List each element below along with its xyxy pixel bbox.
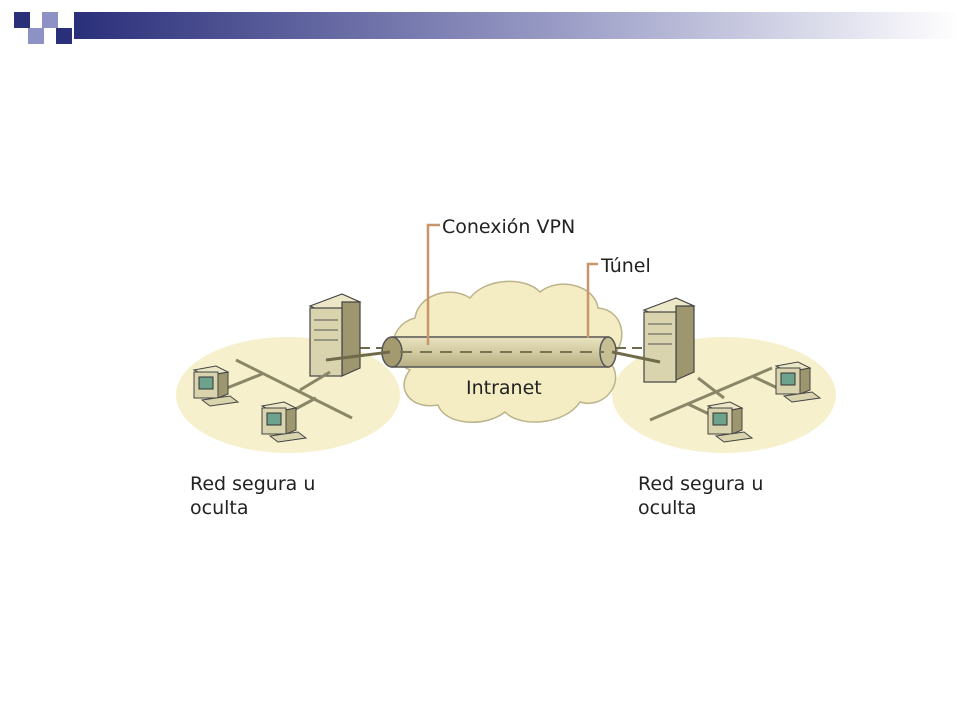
intranet-label: Intranet	[466, 377, 542, 399]
right-network-label-line2: oculta	[638, 497, 696, 519]
vpn-callout-line	[426, 223, 440, 345]
header-square	[42, 12, 58, 28]
left-network-label-line1: Red segura u	[190, 473, 315, 495]
tunnel-callout-line	[586, 262, 598, 338]
left-network-label-line2: oculta	[190, 497, 248, 519]
left-network-lines	[221, 358, 353, 420]
left-server-icon	[308, 293, 362, 377]
tunnel-tube	[381, 336, 617, 368]
right-network-label-line1: Red segura u	[638, 473, 763, 495]
computer-icon	[774, 361, 822, 403]
header-square	[14, 12, 30, 28]
header-square	[56, 28, 72, 44]
slide-header-decoration	[14, 12, 960, 44]
vpn-connection-label: Conexión VPN	[442, 216, 575, 238]
right-server-link	[611, 350, 661, 364]
header-square	[28, 28, 44, 44]
left-server-link	[325, 350, 391, 362]
computer-icon	[260, 401, 308, 443]
computer-icon	[192, 365, 240, 407]
tunnel-label: Túnel	[600, 255, 651, 277]
right-server-icon	[642, 297, 696, 383]
computer-icon	[706, 401, 754, 443]
header-gradient-bar	[74, 12, 960, 39]
